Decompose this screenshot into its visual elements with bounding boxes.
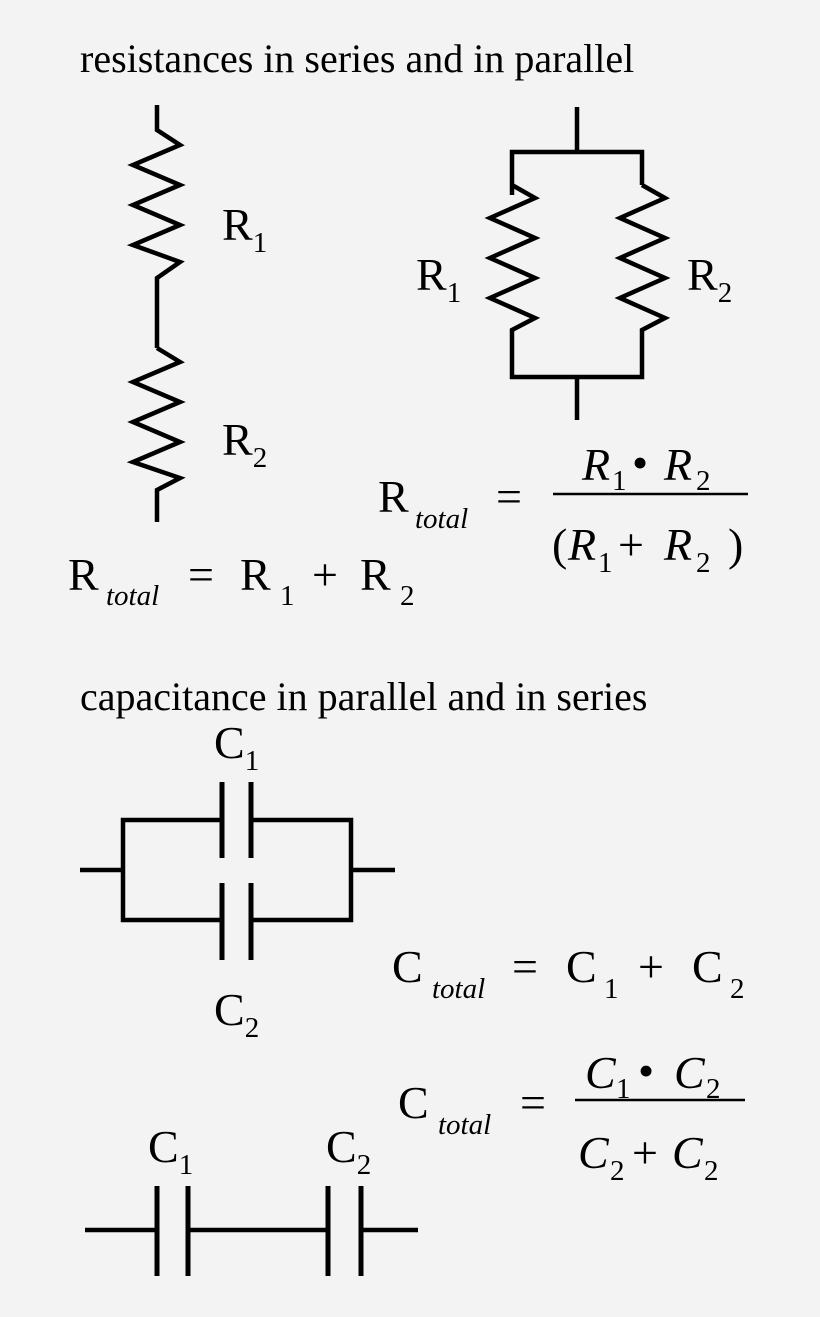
- svg-text:2: 2: [696, 465, 711, 497]
- svg-text:C: C: [674, 1047, 706, 1098]
- parallel-r2-label: R2: [687, 249, 732, 309]
- parallel-c2-label: C2: [214, 984, 259, 1044]
- svg-text:R: R: [240, 549, 271, 600]
- svg-text:=: =: [512, 941, 538, 992]
- svg-text:total: total: [432, 973, 485, 1005]
- svg-text:R: R: [567, 519, 596, 570]
- svg-text:R: R: [68, 549, 99, 600]
- series-resistance-formula: R total = R 1 + R 2: [68, 549, 415, 612]
- parallel-c1-label: C1: [214, 717, 259, 777]
- svg-text:C: C: [672, 1127, 704, 1178]
- svg-text:total: total: [415, 503, 468, 535]
- svg-text:=: =: [520, 1077, 546, 1128]
- svg-text:2: 2: [610, 1155, 625, 1187]
- parallel-capacitance-formula: C total = C 1 + C 2: [392, 941, 745, 1005]
- resistor-r2-parallel: [614, 183, 671, 342]
- capacitor-c1-series: [154, 1186, 191, 1276]
- svg-text:+: +: [312, 549, 338, 600]
- capacitor-c2-series: [325, 1186, 364, 1276]
- svg-text:(: (: [552, 519, 567, 570]
- resistor-r1-parallel: [484, 183, 541, 342]
- capacitor-c1-parallel: [219, 782, 254, 858]
- capacitance-heading: capacitance in parallel and in series: [80, 674, 647, 719]
- capacitor-c2-parallel: [219, 883, 254, 960]
- svg-text:+: +: [618, 519, 644, 570]
- svg-text:1: 1: [598, 547, 613, 579]
- svg-text:1: 1: [616, 1073, 631, 1105]
- resistance-heading: resistances in series and in parallel: [80, 36, 634, 81]
- parallel-resistance-formula: R total = R 1 • R 2 ( R 1 + R 2 ): [378, 437, 748, 579]
- svg-text:2: 2: [704, 1155, 719, 1187]
- svg-text:R: R: [663, 439, 692, 490]
- svg-text:R: R: [378, 471, 409, 522]
- svg-text:•: •: [638, 1045, 654, 1096]
- svg-text:2: 2: [696, 547, 711, 579]
- svg-text:C: C: [692, 941, 723, 992]
- parallel-resistor-circuit: [484, 107, 671, 420]
- svg-text:1: 1: [604, 973, 619, 1005]
- svg-text:+: +: [638, 941, 664, 992]
- svg-text:R: R: [663, 519, 692, 570]
- svg-text:=: =: [188, 549, 214, 600]
- series-r2-label: R2: [222, 414, 267, 474]
- svg-text:R: R: [360, 549, 391, 600]
- svg-text:C: C: [585, 1047, 617, 1098]
- svg-text:•: •: [632, 437, 648, 488]
- svg-text:1: 1: [612, 465, 627, 497]
- series-c2-label: C2: [326, 1121, 371, 1181]
- resistor-r1-series: [126, 105, 186, 348]
- series-capacitance-formula: C total = C 1 • C 2 C 2 + C 2: [398, 1045, 745, 1187]
- series-c1-label: C1: [148, 1121, 193, 1181]
- parallel-r1-label: R1: [416, 249, 461, 309]
- svg-text:2: 2: [730, 973, 745, 1005]
- svg-text:=: =: [496, 471, 522, 522]
- svg-text:C: C: [392, 941, 423, 992]
- series-r1-label: R1: [222, 199, 267, 259]
- series-resistor-circuit: [126, 105, 186, 522]
- svg-text:+: +: [632, 1127, 658, 1178]
- svg-text:C: C: [566, 941, 597, 992]
- svg-text:C: C: [398, 1077, 429, 1128]
- svg-text:2: 2: [706, 1073, 721, 1105]
- svg-text:C: C: [578, 1127, 610, 1178]
- parallel-capacitor-circuit: [80, 782, 395, 960]
- svg-text:): ): [728, 519, 743, 570]
- resistor-r2-series: [126, 346, 186, 522]
- svg-text:total: total: [106, 580, 159, 612]
- svg-text:R: R: [581, 439, 610, 490]
- series-capacitor-circuit: [85, 1186, 418, 1276]
- svg-text:1: 1: [280, 580, 295, 612]
- svg-text:2: 2: [400, 580, 415, 612]
- svg-text:total: total: [438, 1109, 491, 1141]
